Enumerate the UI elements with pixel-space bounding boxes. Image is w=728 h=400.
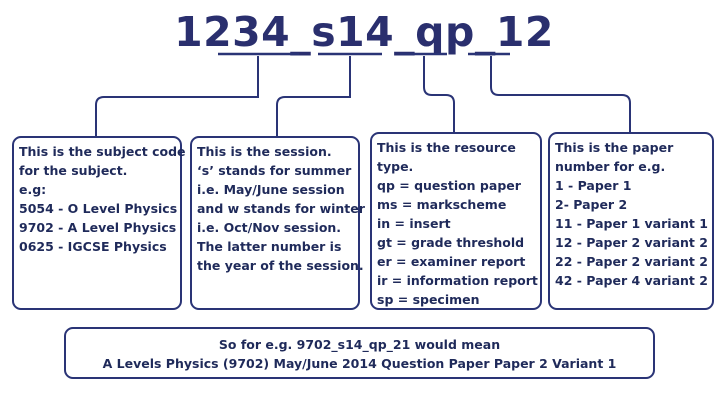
box-line: 0625 - IGCSE Physics xyxy=(19,239,167,254)
box-line: and w stands for winter xyxy=(197,201,365,216)
box-line: in = insert xyxy=(377,216,451,231)
box-line: number for e.g. xyxy=(555,159,666,174)
box-line: ir = information report xyxy=(377,273,538,288)
box-line: e.g: xyxy=(19,182,47,197)
summary-line-2: A Levels Physics (9702) May/June 2014 Qu… xyxy=(102,356,617,371)
box-line: 5054 - O Level Physics xyxy=(19,201,178,216)
box-line: This is the resource xyxy=(377,140,516,155)
box-line: the year of the session. xyxy=(197,258,364,273)
box-line: This is the session. xyxy=(197,144,332,159)
code-part-resource: qp xyxy=(415,8,475,56)
box-line: This is the subject code xyxy=(19,144,186,159)
box-line: gt = grade threshold xyxy=(377,235,525,250)
code-part-paper: 12 xyxy=(495,8,554,56)
box-line: ms = markscheme xyxy=(377,197,507,212)
code-part-subject: 1234 xyxy=(174,8,291,56)
box-line: i.e. Oct/Nov session. xyxy=(197,220,342,235)
box-line: sp = specimen xyxy=(377,292,480,307)
box-line: i.e. May/June session xyxy=(197,182,345,197)
paper-number-box: This is the paper number for e.g. 1 - Pa… xyxy=(548,132,714,310)
paper-code-title: 1234_s14_qp_12 xyxy=(0,8,728,56)
box-line: 1 - Paper 1 xyxy=(555,178,632,193)
box-line: 22 - Paper 2 variant 2 xyxy=(555,254,708,269)
box-line: qp = question paper xyxy=(377,178,521,193)
box-line: 11 - Paper 1 variant 1 xyxy=(555,216,708,231)
summary-line-1: So for e.g. 9702_s14_qp_21 would mean xyxy=(218,337,501,352)
subject-code-box: This is the subject code for the subject… xyxy=(12,136,186,310)
box-line: 12 - Paper 2 variant 2 xyxy=(555,235,708,250)
connector-subject xyxy=(95,56,259,136)
code-separator: _ xyxy=(290,8,312,56)
connector-session xyxy=(276,56,351,136)
resource-type-box: This is the resource type. qp = question… xyxy=(370,132,542,310)
box-line: The latter number is xyxy=(197,239,342,254)
box-line: type. xyxy=(377,159,414,174)
session-box: This is the session. ‘s’ stands for summ… xyxy=(190,136,365,310)
box-line: 42 - Paper 4 variant 2 xyxy=(555,273,708,288)
box-line: This is the paper xyxy=(555,140,674,155)
connector-paper xyxy=(490,56,631,132)
box-line: ‘s’ stands for summer xyxy=(197,163,352,178)
connector-resource xyxy=(423,56,455,132)
summary-box: So for e.g. 9702_s14_qp_21 would mean A … xyxy=(64,327,655,379)
box-line: 9702 - A Level Physics xyxy=(19,220,177,235)
box-line: for the subject. xyxy=(19,163,128,178)
code-separator: _ xyxy=(474,8,496,56)
box-line: er = examiner report xyxy=(377,254,526,269)
code-part-session: s14 xyxy=(311,8,395,56)
box-line: 2- Paper 2 xyxy=(555,197,628,212)
code-separator: _ xyxy=(394,8,416,56)
